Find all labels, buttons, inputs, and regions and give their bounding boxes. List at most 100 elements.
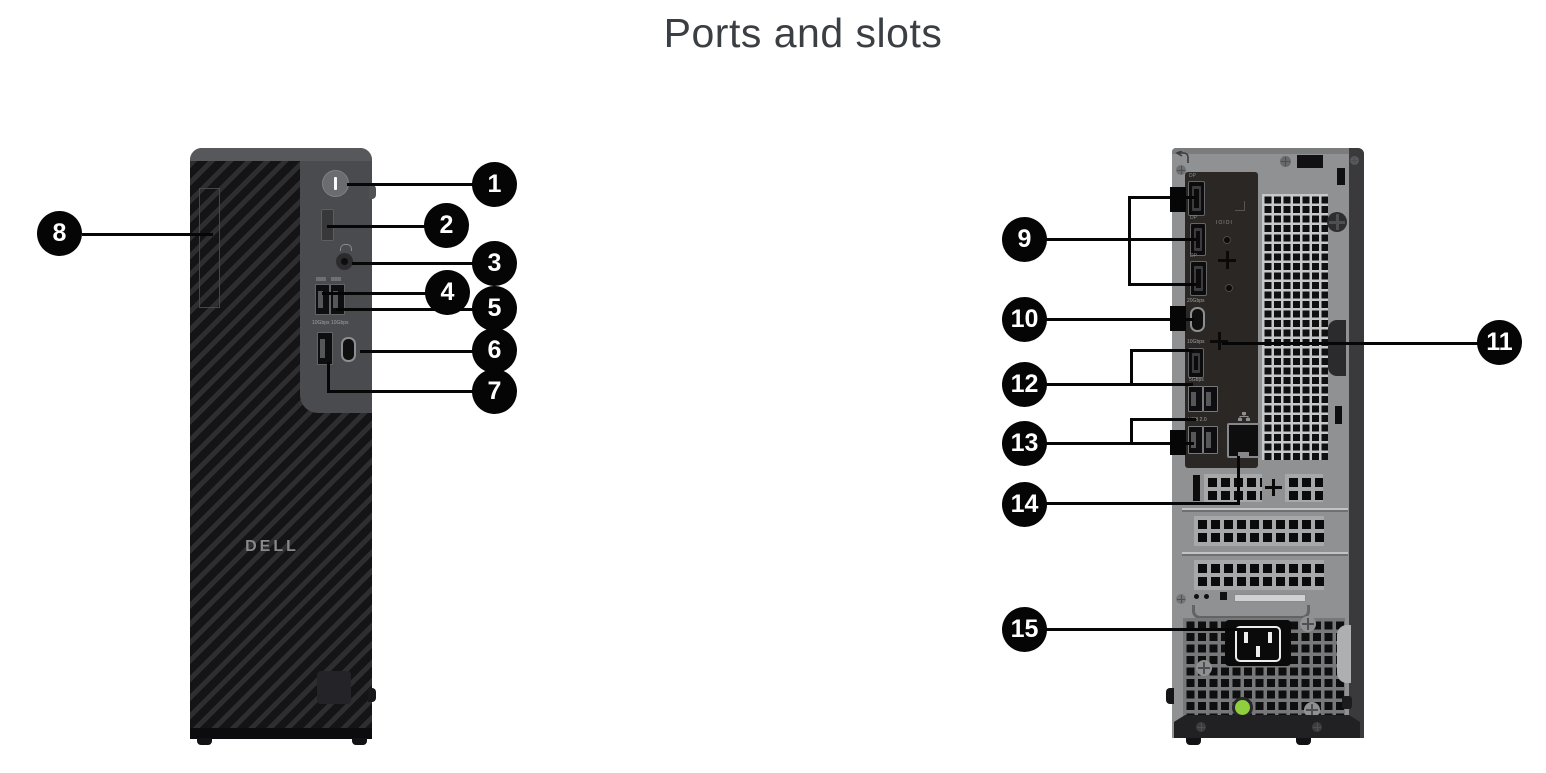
- side-knob: [368, 688, 376, 702]
- callout-2: 2: [424, 203, 469, 248]
- slot-cutout: [1335, 406, 1342, 424]
- callout-1: 1: [472, 162, 517, 207]
- front-view: 10Gbps 10Gbps DELL: [190, 148, 372, 739]
- callout-9: 9: [1002, 217, 1047, 262]
- displayport-label: DP: [1190, 215, 1197, 221]
- screw-icon: [1196, 660, 1212, 676]
- callout-line-9-tab: [1170, 187, 1186, 212]
- displayport-label: DP: [1189, 173, 1196, 179]
- usb2-label: USB 2.0: [1188, 417, 1207, 423]
- callout-line-7: [327, 390, 474, 393]
- usb-a-port: [1203, 426, 1218, 454]
- callout-5: 5: [472, 286, 517, 331]
- usb-icon: [316, 277, 326, 281]
- usb-a-port: [1203, 386, 1218, 412]
- callout-14: 14: [1002, 482, 1047, 527]
- headset-icon: [340, 244, 352, 251]
- back-foot: [1296, 738, 1311, 745]
- usb-a-port: [1188, 386, 1203, 412]
- callout-15: 15: [1002, 607, 1047, 652]
- back-top-edge: [1172, 148, 1349, 154]
- slot-divider: [1182, 552, 1348, 554]
- callout-line-7: [327, 362, 330, 393]
- callout-line-9: [1046, 238, 1196, 241]
- dell-logo: DELL: [245, 538, 299, 555]
- side-knob: [369, 185, 376, 199]
- latch-slot: [1297, 155, 1323, 168]
- screw-icon: [1176, 165, 1186, 175]
- callout-line-9: [1128, 196, 1131, 286]
- back-foot: [1186, 738, 1201, 745]
- expansion-slot-2-perforation: [1194, 516, 1324, 546]
- screw-icon: [1304, 702, 1320, 718]
- callout-line-1: [347, 183, 475, 186]
- screw-icon: [1280, 156, 1291, 167]
- vent-grid: [1262, 194, 1328, 460]
- drive-bay-door: [199, 188, 220, 308]
- knockout-dot: [1226, 285, 1232, 291]
- screw-boss: [1218, 251, 1236, 269]
- back-right-edge: [1349, 148, 1364, 738]
- screw-icon: [1196, 722, 1206, 732]
- headset-jack: [336, 253, 353, 270]
- knockout-square: [1220, 592, 1227, 600]
- back-bottom-bezel: [1174, 715, 1360, 738]
- power-led: [1232, 697, 1253, 718]
- callout-line-12: [1130, 349, 1133, 386]
- callout-line-8: [82, 233, 213, 236]
- power-inlet-outline: [1235, 626, 1281, 662]
- callout-3: 3: [472, 241, 517, 286]
- network-icon: [1238, 412, 1250, 421]
- padlock-ring: [1328, 320, 1346, 376]
- callout-13: 13: [1002, 421, 1047, 466]
- screw-boss: [1210, 332, 1228, 350]
- callout-line-2: [327, 225, 427, 228]
- callout-line-5: [336, 308, 474, 311]
- usb-speed-label: 10Gbps: [312, 320, 330, 326]
- callout-line-12: [1130, 349, 1193, 352]
- callout-line-10-tab: [1170, 306, 1186, 331]
- power-button: [322, 170, 349, 197]
- callout-line-14: [1046, 502, 1240, 505]
- front-badge: [317, 671, 351, 704]
- expansion-slot-1-perforation: [1204, 474, 1262, 502]
- callout-12: 12: [1002, 362, 1047, 407]
- callout-11: 11: [1477, 320, 1522, 365]
- screw-icon: [1300, 616, 1316, 632]
- front-bottom-bezel: [190, 728, 372, 739]
- power-inlet: [1225, 620, 1291, 666]
- callout-line-9: [1128, 283, 1196, 286]
- thumbscrew: [1327, 212, 1347, 232]
- displayport-label: DP: [1190, 253, 1197, 259]
- usb-a-port: [315, 284, 330, 315]
- callout-line-12: [1046, 383, 1193, 386]
- callout-line-13: [1046, 442, 1194, 445]
- expansion-slot-1: [1193, 475, 1200, 501]
- front-foot: [197, 738, 212, 745]
- screw-icon: [1312, 722, 1322, 732]
- slot-cutout: [1337, 168, 1345, 185]
- callout-line-13: [1130, 418, 1133, 445]
- usb-a-port: [317, 332, 333, 365]
- callout-6: 6: [472, 328, 517, 373]
- usb-c-port: [341, 337, 356, 362]
- slot-divider: [1182, 508, 1348, 510]
- release-latch-arrow-icon: [1175, 151, 1189, 163]
- screw-icon: [1350, 156, 1359, 165]
- callout-line-6: [360, 350, 474, 353]
- front-foot: [352, 738, 367, 745]
- usb-a-port: [330, 284, 345, 315]
- callout-line-3: [352, 262, 474, 265]
- expansion-slot-3-perforation: [1194, 560, 1324, 590]
- callout-7: 7: [472, 369, 517, 414]
- usb-a-port: [1188, 348, 1204, 378]
- callout-line-15: [1046, 628, 1240, 631]
- knockout-dot: [1224, 237, 1230, 243]
- io-panel: DP DP DP IOIOI 20Gbps 10Gbps 5Gbps USB 2…: [1185, 172, 1260, 468]
- callout-line-11: [1222, 342, 1478, 345]
- callout-line-9: [1128, 196, 1196, 199]
- corner-mark: [1235, 201, 1245, 211]
- callout-4: 4: [425, 270, 470, 315]
- ethernet-port: [1227, 423, 1260, 458]
